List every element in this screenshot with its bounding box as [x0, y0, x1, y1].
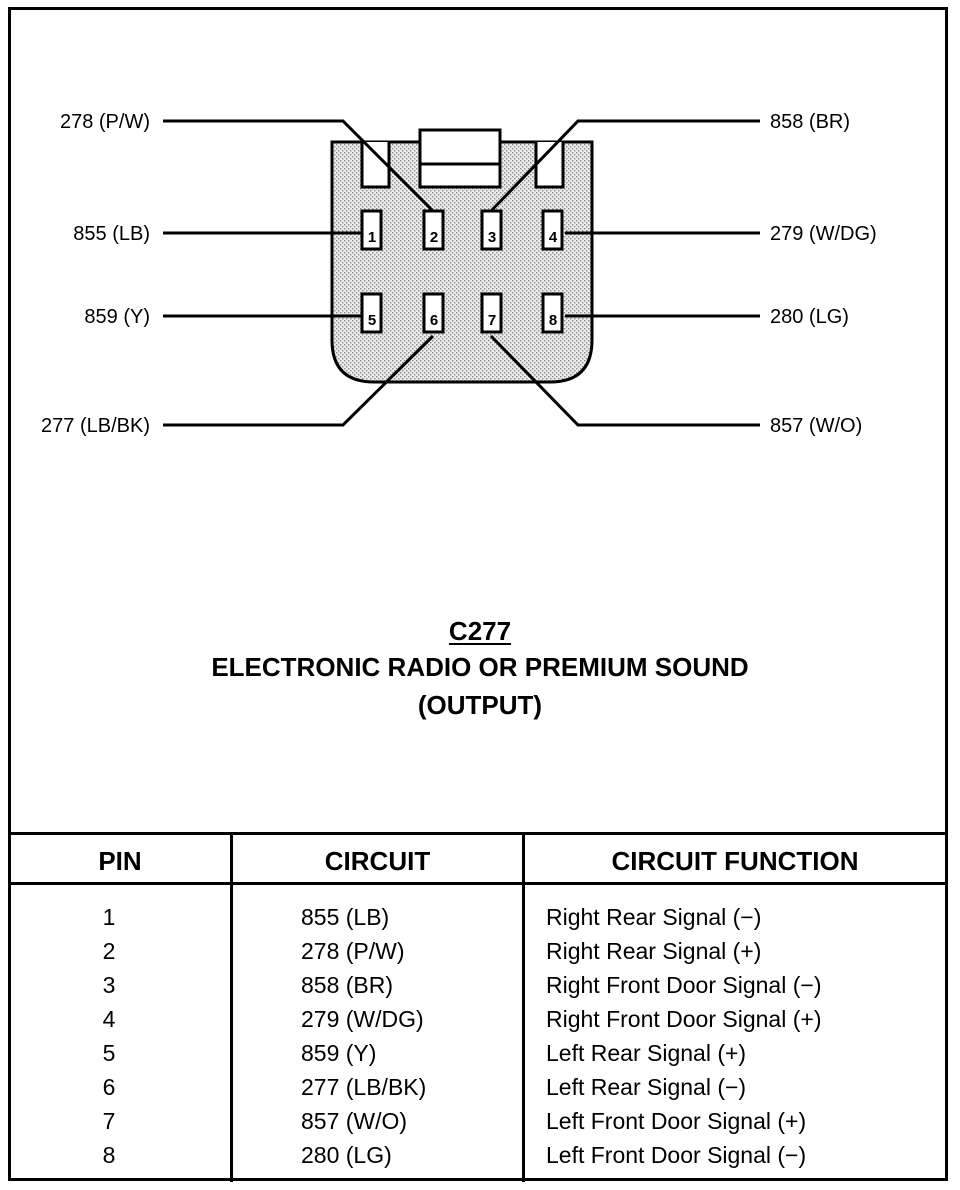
pin-7 — [480, 292, 503, 334]
connector-name: ELECTRONIC RADIO OR PREMIUM SOUND — [211, 652, 749, 682]
key-notch-left — [360, 142, 391, 189]
pin-1 — [360, 209, 383, 251]
pin-number-3: 3 — [488, 229, 496, 246]
wire-label-pin6: 277 (LB/BK) — [41, 415, 150, 437]
pin-number-4: 4 — [549, 229, 558, 246]
table-row-pin: 8 — [102, 1142, 116, 1168]
table-row-circuit: 857 (W/O) — [301, 1108, 408, 1134]
header-circuit-function: CIRCUIT FUNCTION — [611, 846, 859, 876]
table-row-circuit: 278 (P/W) — [301, 938, 405, 964]
table-row-circuit: 858 (BR) — [301, 972, 394, 998]
circuit-column: 855 (LB) 278 (P/W) 858 (BR) 279 (W/DG) 859 (… — [301, 900, 511, 1172]
table-row-function: Right Rear Signal (+) — [546, 938, 762, 964]
leader-pin7 — [489, 334, 760, 427]
leader-pin2 — [163, 119, 435, 213]
pin-3 — [480, 209, 503, 251]
header-circuit: CIRCUIT — [324, 846, 431, 876]
leader-lines — [163, 119, 760, 427]
table-row-function: Left Rear Signal (+) — [546, 1040, 747, 1066]
pin-number-2: 2 — [430, 229, 438, 246]
table-row-pin: 6 — [102, 1074, 116, 1100]
table-row-function: Left Front Door Signal (+) — [546, 1108, 807, 1134]
pin-number-7: 7 — [488, 312, 496, 329]
table-row-function: Right Rear Signal (−) — [546, 904, 762, 930]
header-pin: PIN — [98, 846, 142, 876]
pin-number-5: 5 — [368, 312, 376, 329]
table-row-pin: 2 — [102, 938, 116, 964]
connector-diagram: 1 2 3 4 5 6 7 8 278 (P/W) 858 (BR) 855 (… — [41, 111, 877, 437]
table-row-function: Left Rear Signal (−) — [546, 1074, 747, 1100]
connector-subtitle: (OUTPUT) — [417, 690, 543, 720]
table-row-pin: 4 — [102, 1006, 116, 1032]
table-top-border — [8, 832, 948, 835]
table-row-circuit: 277 (LB/BK) — [301, 1074, 427, 1100]
pin-8 — [541, 292, 564, 334]
pin-number-8: 8 — [549, 312, 557, 329]
connector-latch — [418, 128, 502, 189]
function-column: Right Rear Signal (−) Right Rear Signal (… — [546, 900, 946, 1172]
pin-5 — [360, 292, 383, 334]
pin-column: 1 2 3 4 5 6 7 8 — [10, 900, 208, 1172]
table-row-function: Right Front Door Signal (+) — [546, 1006, 822, 1032]
wire-label-pin8: 280 (LG) — [770, 306, 849, 328]
diagram-frame — [8, 7, 948, 1181]
connector-body — [330, 128, 594, 384]
leader-pin6 — [163, 334, 435, 427]
table-row-function: Right Front Door Signal (−) — [546, 972, 822, 998]
table-row-pin: 1 — [102, 904, 116, 930]
wire-label-pin3: 858 (BR) — [770, 111, 850, 133]
pin-6 — [422, 292, 445, 334]
pin-4 — [541, 209, 564, 251]
pin-cavities — [360, 209, 564, 334]
table-row-function: Left Front Door Signal (−) — [546, 1142, 807, 1168]
table-row-circuit: 280 (LG) — [301, 1142, 392, 1168]
wire-label-pin7: 857 (W/O) — [770, 415, 862, 437]
table-row-pin: 5 — [102, 1040, 116, 1066]
connector-code: C277 — [448, 616, 512, 646]
table-column-divider — [522, 832, 525, 1182]
table-row-pin: 3 — [102, 972, 116, 998]
wire-label-pin2: 278 (P/W) — [60, 111, 150, 133]
pin-number-1: 1 — [368, 229, 376, 246]
wire-label-pin4: 279 (W/DG) — [770, 223, 877, 245]
table-row-circuit: 859 (Y) — [301, 1040, 377, 1066]
table-row-circuit: 279 (W/DG) — [301, 1006, 424, 1032]
table-header-border — [8, 882, 948, 885]
wire-label-pin5: 859 (Y) — [84, 306, 150, 328]
table-row-circuit: 855 (LB) — [301, 904, 390, 930]
wire-labels: 278 (P/W) 858 (BR) 855 (LB) 279 (W/DG) 8… — [41, 111, 877, 437]
pin-number-labels: 1 2 3 4 5 6 7 8 — [368, 229, 558, 329]
pin-number-6: 6 — [430, 312, 438, 329]
pin-2 — [422, 209, 445, 251]
wire-label-pin1: 855 (LB) — [73, 223, 150, 245]
table-row-pin: 7 — [102, 1108, 116, 1134]
table-column-divider — [230, 832, 233, 1182]
leader-pin3 — [489, 119, 760, 213]
